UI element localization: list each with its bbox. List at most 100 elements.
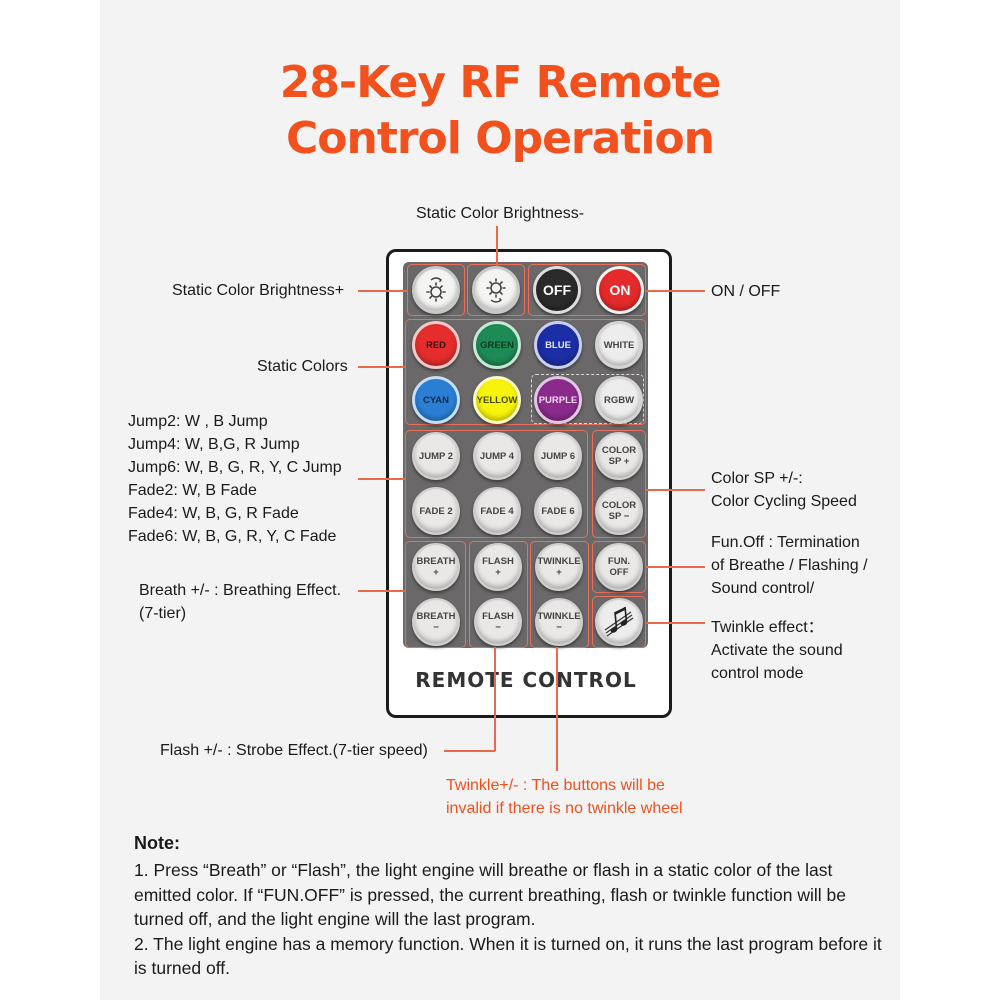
label-color-sp-2: Color Cycling Speed xyxy=(711,493,857,510)
left-margin xyxy=(0,0,100,1000)
fun-off-line1: FUN. xyxy=(607,556,631,567)
twinkle-note-label-block: Twinkle+/- : The buttons will be invalid… xyxy=(446,774,683,820)
music-mode-button[interactable] xyxy=(595,598,643,646)
breath-plus-line1: BREATH xyxy=(416,556,456,567)
color-sp-plus-line2: SP + xyxy=(608,456,630,467)
line-breath xyxy=(358,590,406,592)
label-twinkle-effect-2: Activate the sound xyxy=(711,642,843,659)
group-twinkle xyxy=(530,541,589,648)
label-fun-off-3: Sound control/ xyxy=(711,580,815,597)
breath-minus-line1: BREATH xyxy=(416,611,456,622)
label-twinkle-effect-1: Twinkle effect： xyxy=(711,619,824,636)
breath-minus-button[interactable]: BREATH − xyxy=(412,598,460,646)
page-title-line-2: Control Operation xyxy=(285,113,715,164)
flash-plus-line2: + xyxy=(495,567,501,578)
fun-off-label-block: Fun.Off : Termination of Breathe / Flash… xyxy=(711,531,868,600)
twinkle-minus-button[interactable]: TWINKLE − xyxy=(535,598,583,646)
yellow-button[interactable]: YELLOW xyxy=(473,376,521,424)
label-breath-2: (7-tier) xyxy=(139,605,187,622)
jump6-button[interactable]: JUMP 6 xyxy=(534,432,582,480)
breath-minus-line2: − xyxy=(433,622,439,633)
brightness-down-button[interactable] xyxy=(472,266,520,314)
label-static-colors: Static Colors xyxy=(257,358,348,375)
flash-minus-line2: − xyxy=(495,622,501,633)
purple-button[interactable]: PURPLE xyxy=(534,376,582,424)
twinkle-plus-line2: + xyxy=(556,567,562,578)
fade6-button[interactable]: FADE 6 xyxy=(534,487,582,535)
label-fun-off-2: of Breathe / Flashing / xyxy=(711,557,868,574)
rgbw-button[interactable]: RGBW xyxy=(595,376,643,424)
label-jump4: Jump4: W, B,G, R Jump xyxy=(128,436,300,453)
jump-fade-label-block: Jump2: W , B Jump Jump4: W, B,G, R Jump … xyxy=(128,410,342,548)
flash-minus-line1: FLASH xyxy=(482,611,514,622)
line-brightness-plus xyxy=(358,290,408,292)
label-twinkle-effect-3: control mode xyxy=(711,665,804,682)
label-jump2: Jump2: W , B Jump xyxy=(128,413,268,430)
label-twinkle-note-2: invalid if there is no twinkle wheel xyxy=(446,800,683,817)
label-twinkle-note-1: Twinkle+/- : The buttons will be xyxy=(446,777,665,794)
label-jump6: Jump6: W, B, G, R, Y, C Jump xyxy=(128,459,342,476)
brightness-up-button[interactable] xyxy=(412,266,460,314)
twinkle-minus-line1: TWINKLE xyxy=(537,611,581,622)
line-static-colors xyxy=(358,366,406,368)
label-fun-off-1: Fun.Off : Termination xyxy=(711,534,860,551)
off-button[interactable]: OFF xyxy=(533,266,581,314)
flash-plus-line1: FLASH xyxy=(482,556,514,567)
breath-plus-button[interactable]: BREATH + xyxy=(412,543,460,591)
line-color-sp xyxy=(645,489,705,491)
flash-plus-button[interactable]: FLASH + xyxy=(474,543,522,591)
line-twinkle-note xyxy=(556,647,558,771)
note-body: 1. Press “Breath” or “Flash”, the light … xyxy=(134,858,894,981)
line-brightness-minus xyxy=(496,226,498,266)
blue-button[interactable]: BLUE xyxy=(534,321,582,369)
remote-control-label: REMOTE CONTROL xyxy=(415,668,637,692)
line-flash-h xyxy=(444,750,495,752)
fun-off-line2: OFF xyxy=(609,567,629,578)
page-title-line-1: 28-Key RF Remote xyxy=(279,57,722,108)
fun-off-button[interactable]: FUN. OFF xyxy=(595,543,643,591)
fade4-button[interactable]: FADE 4 xyxy=(473,487,521,535)
group-jump-fade xyxy=(405,430,588,538)
label-breath-1: Breath +/- : Breathing Effect. xyxy=(139,582,342,599)
color-sp-minus-line1: COLOR xyxy=(601,500,637,511)
group-breath xyxy=(405,541,466,648)
line-twinkle-effect xyxy=(645,622,705,624)
label-brightness-plus: Static Color Brightness+ xyxy=(172,282,345,299)
label-color-sp-1: Color SP +/-: xyxy=(711,470,803,487)
line-fun-off xyxy=(645,566,705,568)
flash-minus-button[interactable]: FLASH − xyxy=(474,598,522,646)
jump4-button[interactable]: JUMP 4 xyxy=(473,432,521,480)
white-button[interactable]: WHITE xyxy=(595,321,643,369)
label-brightness-minus: Static Color Brightness- xyxy=(416,205,585,222)
group-static-colors xyxy=(405,319,646,425)
green-button[interactable]: GREEN xyxy=(473,321,521,369)
brightness-down-icon xyxy=(486,278,506,303)
group-flash xyxy=(469,541,528,648)
fade2-button[interactable]: FADE 2 xyxy=(412,487,460,535)
breath-label-block: Breath +/- : Breathing Effect. (7-tier) xyxy=(139,579,341,625)
twinkle-plus-button[interactable]: TWINKLE + xyxy=(535,543,583,591)
twinkle-plus-line1: TWINKLE xyxy=(537,556,581,567)
right-margin xyxy=(900,0,1000,1000)
line-on-off xyxy=(645,290,705,292)
jump2-button[interactable]: JUMP 2 xyxy=(412,432,460,480)
cyan-button[interactable]: CYAN xyxy=(412,376,460,424)
group-purple-rgbw xyxy=(531,374,644,424)
music-note-icon xyxy=(604,606,634,637)
line-jump-fade xyxy=(358,478,406,480)
color-sp-minus-button[interactable]: COLOR SP − xyxy=(595,487,643,535)
twinkle-effect-label-block: Twinkle effect： Activate the sound contr… xyxy=(711,616,843,685)
on-button[interactable]: ON xyxy=(596,266,644,314)
red-button[interactable]: RED xyxy=(412,321,460,369)
note-heading: Note: xyxy=(134,833,180,853)
breath-plus-line2: + xyxy=(433,567,439,578)
label-flash: Flash +/- : Strobe Effect.(7-tier speed) xyxy=(160,742,428,759)
color-sp-plus-button[interactable]: COLOR SP + xyxy=(595,432,643,480)
note-item-1: 1. Press “Breath” or “Flash”, the light … xyxy=(134,860,846,929)
color-sp-label-block: Color SP +/-: Color Cycling Speed xyxy=(711,467,857,513)
color-sp-minus-line2: SP − xyxy=(608,511,630,522)
label-fade6: Fade6: W, B, G, R, Y, C Fade xyxy=(128,528,337,545)
label-on-off: ON / OFF xyxy=(711,283,781,300)
label-fade4: Fade4: W, B, G, R Fade xyxy=(128,505,299,522)
line-flash-v xyxy=(494,647,496,751)
